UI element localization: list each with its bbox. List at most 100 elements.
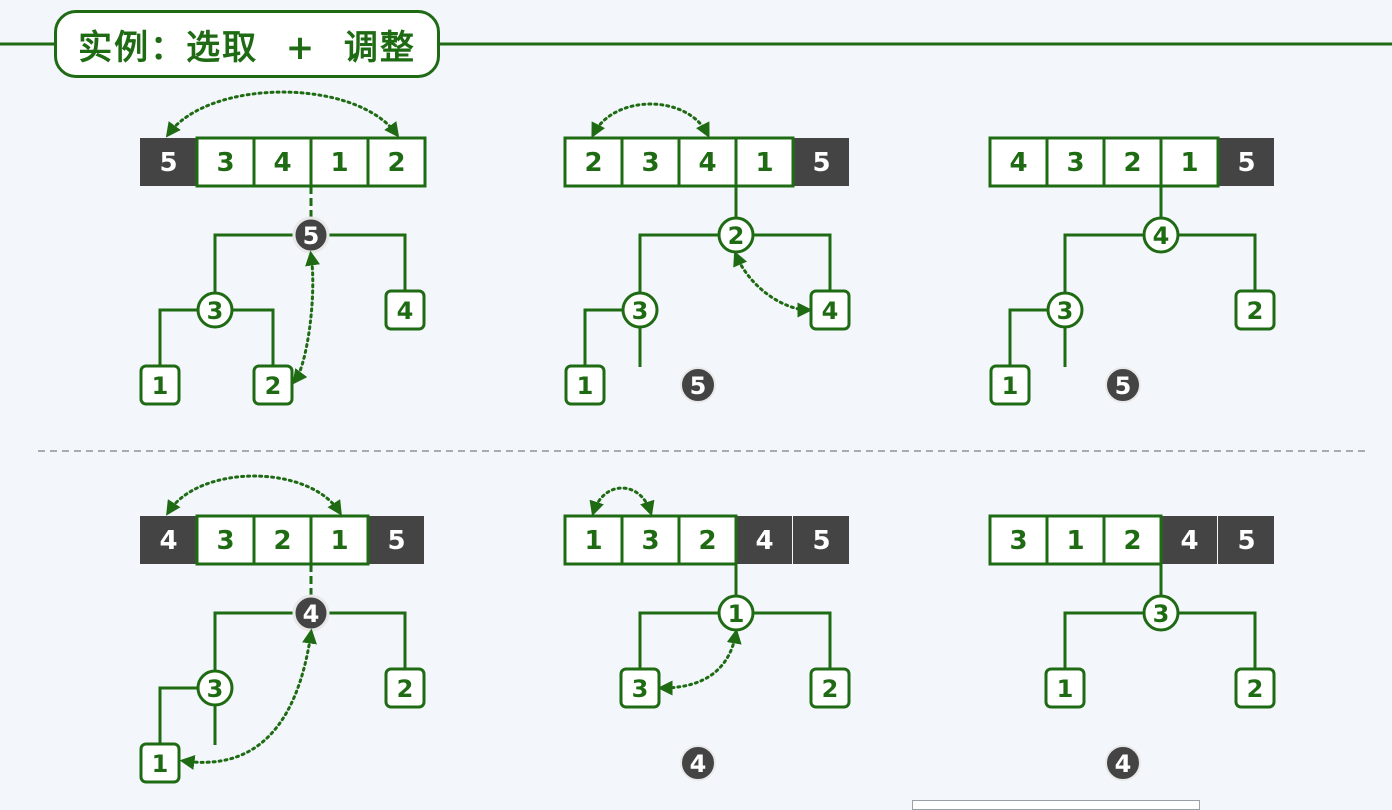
detached-sorted-node-label: 5 bbox=[690, 372, 707, 400]
tree-left-left-node bbox=[564, 364, 606, 406]
tree-right-node-label: 2 bbox=[1247, 675, 1264, 703]
array-cell-dark bbox=[1218, 138, 1274, 186]
array-cell-value: 5 bbox=[1237, 148, 1255, 178]
array-cell-value: 2 bbox=[1123, 526, 1141, 556]
tree-root-node bbox=[1142, 594, 1180, 632]
array-cell-value: 5 bbox=[812, 148, 830, 178]
array-cell-value: 3 bbox=[1009, 526, 1027, 556]
array-cell-value: 4 bbox=[159, 526, 177, 556]
array-cell-dark bbox=[1161, 516, 1217, 564]
detached-sorted-node-label: 5 bbox=[1115, 372, 1132, 400]
detached-sorted-node bbox=[680, 367, 716, 403]
array-active-frame bbox=[195, 514, 370, 566]
tree-left-node bbox=[196, 291, 234, 329]
array-cell-value: 1 bbox=[755, 148, 773, 178]
tree-left-node bbox=[1044, 667, 1086, 709]
tree-right-node-label: 4 bbox=[397, 297, 414, 325]
tree-left-node-label: 3 bbox=[632, 297, 649, 325]
array-cell-value: 5 bbox=[812, 526, 830, 556]
array-cell-dark bbox=[140, 516, 196, 564]
array-cell-value: 4 bbox=[1180, 526, 1198, 556]
array-cell-value: 5 bbox=[1237, 526, 1255, 556]
tree-left-node-label: 3 bbox=[1057, 297, 1074, 325]
tree-right-node bbox=[809, 667, 851, 709]
tree-left-node-label: 1 bbox=[1057, 675, 1074, 703]
tree-left-left-node bbox=[989, 364, 1031, 406]
tree-root-node-label: 3 bbox=[1153, 600, 1170, 628]
array-cell-value: 2 bbox=[387, 148, 405, 178]
tree-root-node-label: 1 bbox=[728, 600, 745, 628]
array-cell-dark bbox=[368, 516, 424, 564]
array-cell-value: 4 bbox=[698, 148, 716, 178]
array-cell-dark bbox=[1218, 516, 1274, 564]
array-cell-value: 2 bbox=[1123, 148, 1141, 178]
array-cell-value: 5 bbox=[159, 148, 177, 178]
tree-right-node-label: 2 bbox=[397, 675, 414, 703]
detached-sorted-node-label: 4 bbox=[690, 750, 707, 778]
tree-root-node bbox=[1142, 216, 1180, 254]
tree-right-node bbox=[1234, 667, 1276, 709]
array-cell-value: 1 bbox=[1180, 148, 1198, 178]
array-cell-value: 3 bbox=[641, 526, 659, 556]
detached-sorted-node bbox=[680, 745, 716, 781]
tree-swap-arrow bbox=[179, 628, 317, 770]
array-cell-value: 4 bbox=[755, 526, 773, 556]
tree-root-node-label: 2 bbox=[728, 222, 745, 250]
tree-swap-arrow bbox=[292, 250, 320, 385]
array-cell-value: 3 bbox=[216, 526, 234, 556]
array-cell-value: 2 bbox=[273, 526, 291, 556]
tree-left-left-node-label: 1 bbox=[577, 372, 594, 400]
panel-row1-col1: 5 3 4 1 2 5 3 4 1 2 bbox=[139, 90, 427, 406]
footer-box bbox=[912, 800, 1200, 810]
tree-edge bbox=[583, 308, 642, 367]
tree-left-node-label: 3 bbox=[207, 675, 224, 703]
title-box: 实例：选取 + 调整 bbox=[54, 10, 440, 78]
tree-left-left-node-label: 1 bbox=[152, 372, 169, 400]
array-active-frame bbox=[988, 514, 1163, 566]
page-title: 实例：选取 + 调整 bbox=[78, 27, 416, 68]
tree-root-node-label: 4 bbox=[1153, 222, 1170, 250]
array-cell-dark bbox=[793, 516, 849, 564]
tree-left-left-node-label: 1 bbox=[152, 750, 169, 778]
tree-left-node-label: 3 bbox=[207, 297, 224, 325]
array-swap-arrow bbox=[589, 486, 655, 517]
array-cell-value: 1 bbox=[1066, 526, 1084, 556]
array-cell-value: 1 bbox=[330, 148, 348, 178]
array-cell-value: 4 bbox=[1009, 148, 1027, 178]
array-cell-value: 2 bbox=[584, 148, 602, 178]
tree-right-node bbox=[384, 667, 426, 709]
tree-right-node-label: 4 bbox=[822, 297, 839, 325]
array-cell-value: 3 bbox=[216, 148, 234, 178]
array-cell-value: 5 bbox=[387, 526, 405, 556]
array-cell-value: 3 bbox=[1066, 148, 1084, 178]
tree-left-node-label: 3 bbox=[632, 675, 649, 703]
tree-left-right-node-label: 2 bbox=[265, 372, 282, 400]
array-cell-value: 1 bbox=[330, 526, 348, 556]
tree-left-left-node bbox=[139, 364, 181, 406]
tree-right-node-label: 2 bbox=[822, 675, 839, 703]
tree-left-node bbox=[1046, 291, 1084, 329]
array-cell-dark bbox=[140, 138, 196, 186]
array-swap-arrow bbox=[591, 102, 710, 139]
array-cell-dark bbox=[736, 516, 792, 564]
tree-right-node bbox=[1234, 289, 1276, 331]
tree-left-left-node-label: 1 bbox=[1002, 372, 1019, 400]
tree-left-right-node bbox=[252, 364, 294, 406]
tree-left-node bbox=[621, 291, 659, 329]
array-active-frame bbox=[563, 514, 738, 566]
array-swap-arrow bbox=[166, 474, 342, 516]
array-cell-dark bbox=[793, 138, 849, 186]
tree-left-left-node bbox=[139, 742, 181, 784]
array-cell-value: 4 bbox=[273, 148, 291, 178]
array-cell-value: 1 bbox=[584, 526, 602, 556]
tree-edge bbox=[1008, 308, 1067, 367]
tree-root-node-label: 5 bbox=[303, 222, 320, 250]
tree-right-node bbox=[384, 289, 426, 331]
detached-sorted-node bbox=[1105, 367, 1141, 403]
